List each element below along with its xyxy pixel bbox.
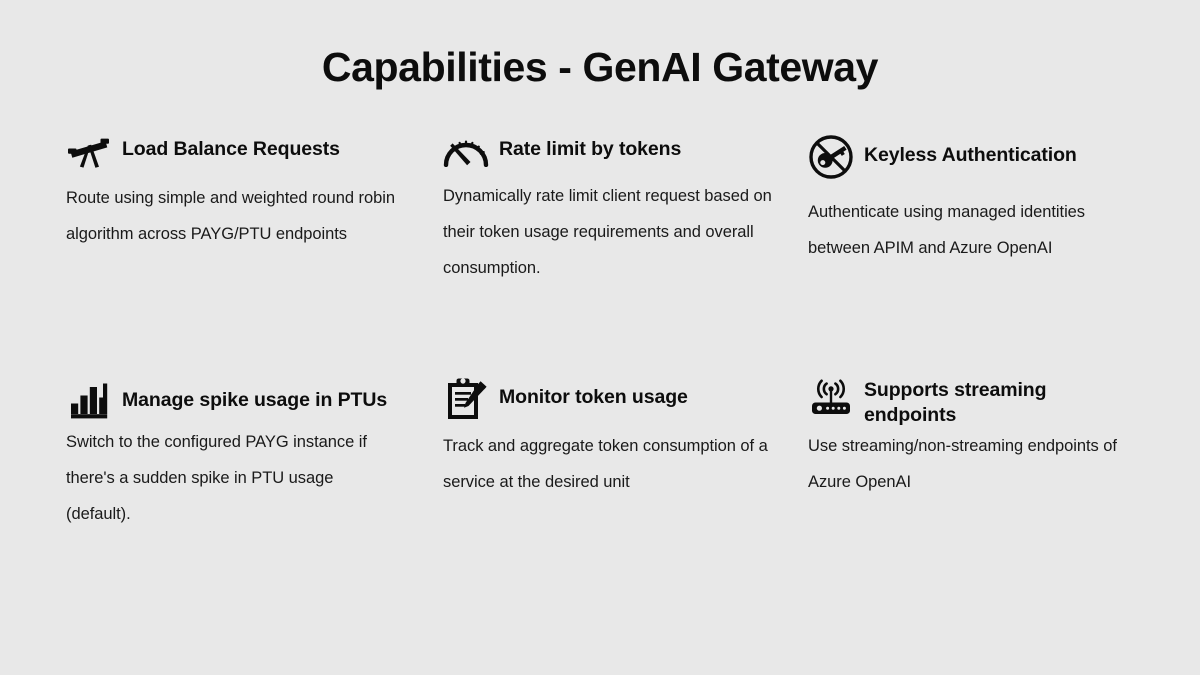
- capability-card-spike-usage: Manage spike usage in PTUs Switch to the…: [66, 376, 396, 532]
- card-title: Manage spike usage in PTUs: [122, 388, 388, 411]
- card-body: Switch to the configured PAYG instance i…: [66, 433, 367, 523]
- key-prohibited-icon: [808, 134, 854, 180]
- page-title: Capabilities - GenAI Gateway: [321, 44, 879, 90]
- card-body: Route using simple and weighted round ro…: [66, 189, 395, 243]
- card-header: Supports streaming endpoints: [808, 376, 1138, 428]
- clipboard-pencil-icon: [443, 376, 489, 422]
- card-body: Authenticate using managed identities be…: [808, 203, 1086, 257]
- capability-card-keyless-auth: Keyless Authentication Authenticate usin…: [808, 128, 1138, 266]
- card-title: Supports streaming endpoints: [864, 379, 1047, 426]
- bar-chart-icon: [66, 376, 112, 422]
- card-body: Dynamically rate limit client request ba…: [443, 187, 772, 277]
- card-title: Rate limit by tokens: [499, 138, 682, 160]
- capability-card-streaming: Supports streaming endpoints Use streami…: [808, 376, 1138, 500]
- card-body: Track and aggregate token consumption of…: [443, 437, 768, 491]
- speedometer-gauge-icon: [443, 128, 489, 174]
- card-header: Manage spike usage in PTUs: [66, 376, 396, 422]
- card-header: Rate limit by tokens: [443, 128, 773, 174]
- card-header: Monitor token usage: [443, 376, 773, 422]
- router-broadcast-icon: [808, 376, 854, 422]
- card-title: Monitor token usage: [499, 386, 688, 408]
- balance-scale-icon: [66, 128, 112, 174]
- card-header: Keyless Authentication: [808, 128, 1138, 180]
- card-title: Keyless Authentication: [864, 144, 1077, 166]
- capability-card-monitor-tokens: Monitor token usage Track and aggregate …: [443, 376, 773, 500]
- card-header: Load Balance Requests: [66, 128, 396, 174]
- capability-card-rate-limit: Rate limit by tokens Dynamically rate li…: [443, 128, 773, 286]
- card-title: Load Balance Requests: [122, 138, 340, 160]
- card-body: Use streaming/non-streaming endpoints of…: [808, 437, 1117, 491]
- capability-card-load-balance: Load Balance Requests Route using simple…: [66, 128, 396, 252]
